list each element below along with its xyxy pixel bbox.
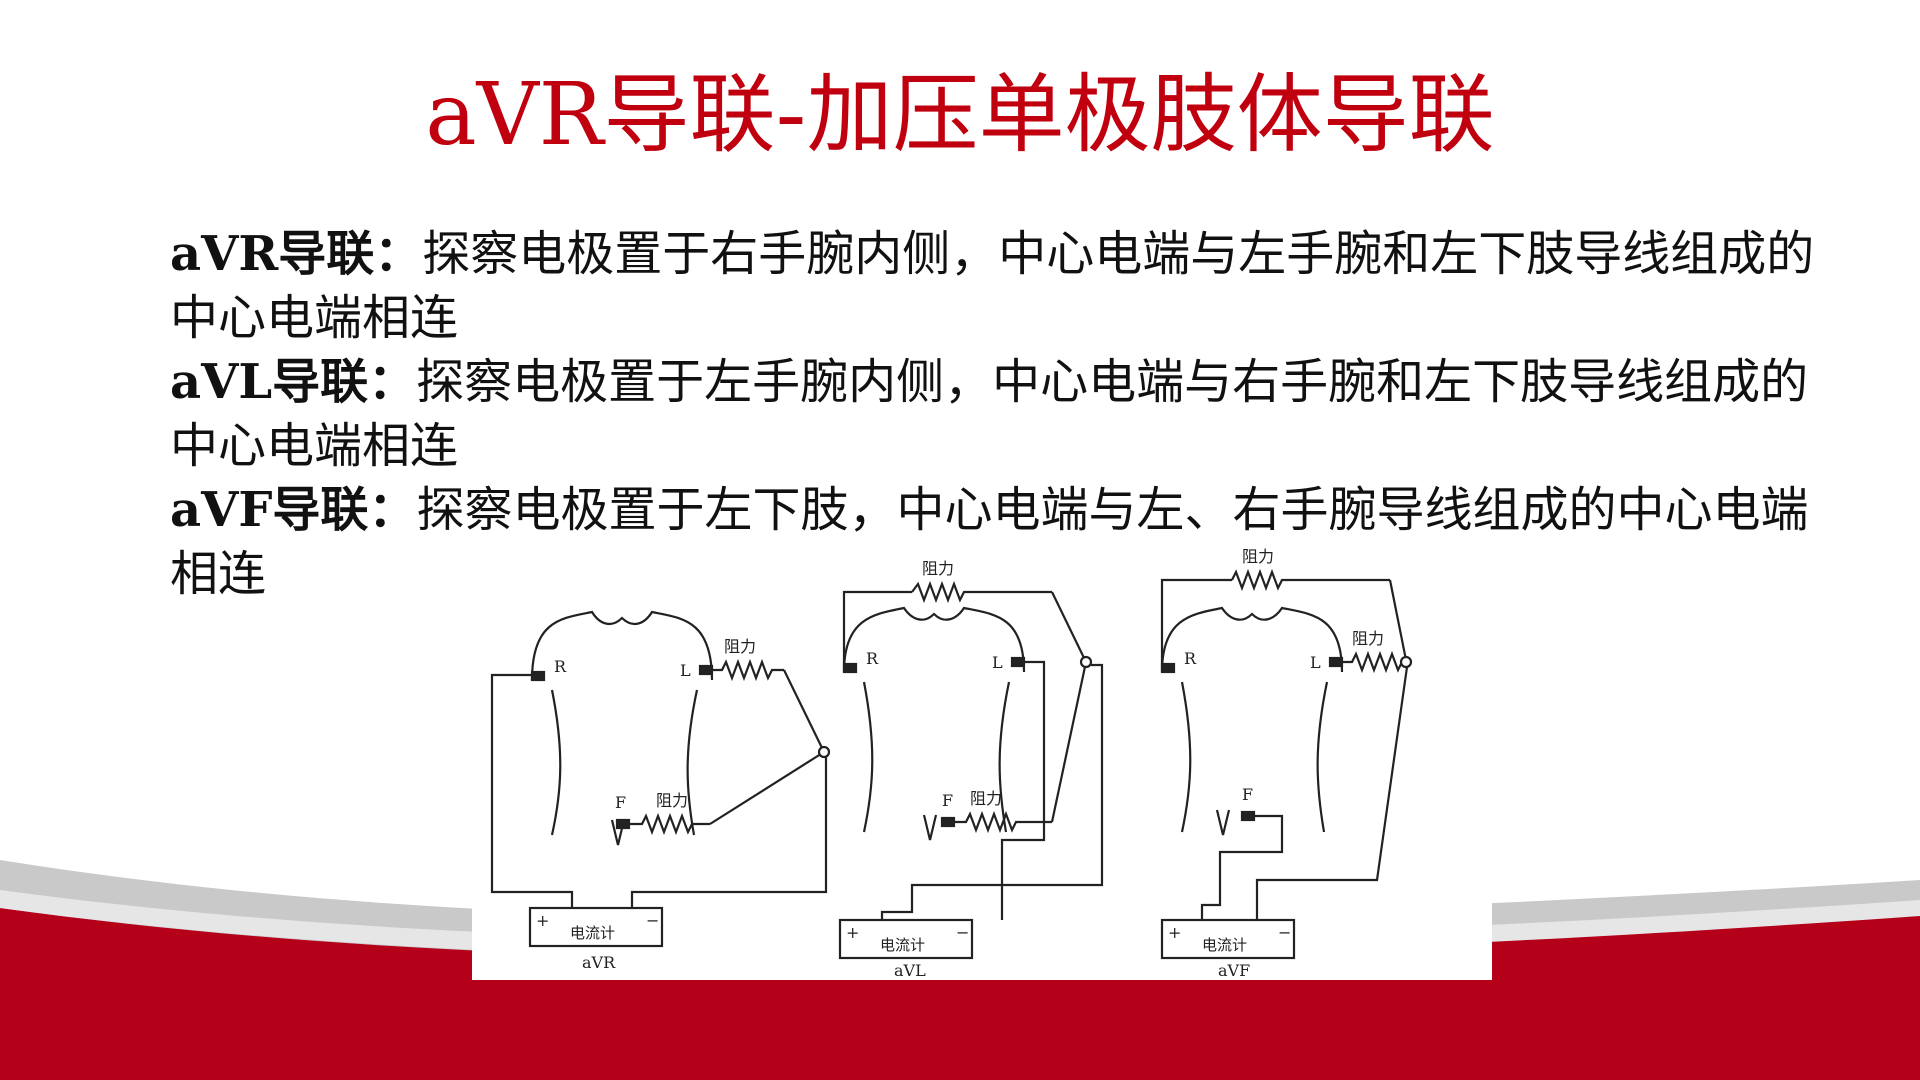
label-l: L xyxy=(680,661,691,680)
electrode-r xyxy=(1160,662,1176,674)
resistor-zigzag xyxy=(1231,568,1390,592)
wire xyxy=(1388,579,1408,661)
resistor-label: 阻力 xyxy=(970,789,1002,808)
wire xyxy=(490,673,574,908)
wire xyxy=(842,590,912,668)
resistor-label: 阻力 xyxy=(1352,629,1384,648)
torso-side xyxy=(862,681,874,833)
meter-plus: + xyxy=(846,923,859,942)
electrode-l xyxy=(1010,656,1026,668)
electrode-f xyxy=(615,818,631,830)
resistor-label: 阻力 xyxy=(922,559,954,578)
lead-code: aVR xyxy=(170,226,279,282)
torso-side xyxy=(1316,681,1329,833)
torso-outline xyxy=(530,610,714,681)
torso-outline xyxy=(842,606,1026,673)
label-r: R xyxy=(1184,649,1197,668)
wire xyxy=(1160,578,1232,668)
wire xyxy=(1051,591,1087,663)
resistor-label: 阻力 xyxy=(656,791,688,810)
lead-code: aVF xyxy=(170,482,273,538)
galvanometer-box xyxy=(1160,918,1296,960)
title-latin: aVR xyxy=(425,65,604,165)
paragraph-text: 探察电极置于右手腕内侧，中心电端与左手腕和左下肢导线组成的中心电端相连 xyxy=(170,226,1815,346)
torso-side xyxy=(1180,681,1192,833)
electrode-r xyxy=(530,670,546,682)
panel-avf: R L F 阻力 阻力 + − 电流计 aVF xyxy=(1160,547,1413,980)
torso-outline xyxy=(1160,606,1344,673)
meter-minus: − xyxy=(956,923,969,942)
torso-side xyxy=(550,689,562,836)
torso-side xyxy=(686,689,699,836)
panel-avl: R L F 阻力 阻力 + − 电流计 aVL xyxy=(838,559,1104,980)
lead-label: 导联： xyxy=(278,226,423,282)
electrode-f xyxy=(1240,810,1256,822)
paragraph-avl: aVL导联：探察电极置于左手腕内侧，中心电端与右手腕和左下肢导线组成的中心电端相… xyxy=(170,350,1830,478)
label-f: F xyxy=(615,793,626,812)
lead-avl: aVL导联： xyxy=(170,354,416,410)
resistor-zigzag xyxy=(911,580,1052,604)
lead-avr: aVR导联： xyxy=(170,226,422,282)
wire xyxy=(880,663,1104,920)
central-terminal xyxy=(817,745,831,759)
paragraph-text: 探察电极置于左手腕内侧，中心电端与右手腕和左下肢导线组成的中心电端相连 xyxy=(170,354,1809,474)
label-l: L xyxy=(992,653,1003,672)
galvanometer-box xyxy=(838,918,974,960)
wire xyxy=(1200,814,1284,920)
slide-title: aVR导联-加压单极肢体导联 xyxy=(0,60,1920,170)
wire xyxy=(630,757,828,908)
panel-caption: aVF xyxy=(1218,961,1250,980)
label-r: R xyxy=(866,649,879,668)
electrode-r xyxy=(842,662,858,674)
lead-circuit-figure: R L F 阻力 阻力 + − 电流计 aVR xyxy=(472,540,1492,980)
wire xyxy=(1255,666,1409,920)
wire xyxy=(1050,661,1088,823)
resistor-label: 阻力 xyxy=(1242,547,1274,566)
meter-label: 电流计 xyxy=(880,936,925,954)
electrode-f xyxy=(940,816,956,828)
torso-legs xyxy=(922,814,938,841)
title-cjk: 导联-加压单极肢体导联 xyxy=(603,65,1495,165)
label-f: F xyxy=(942,791,953,810)
galvanometer-box xyxy=(528,906,664,948)
lead-label: 导联： xyxy=(272,482,417,538)
torso-legs xyxy=(1215,809,1231,836)
panel-caption: aVR xyxy=(582,953,616,972)
meter-label: 电流计 xyxy=(1202,936,1247,954)
central-terminal xyxy=(1399,655,1413,669)
lead-avf: aVF导联： xyxy=(170,482,416,538)
electrode-l xyxy=(698,664,714,676)
meter-plus: + xyxy=(536,911,549,930)
label-r: R xyxy=(554,657,567,676)
electrode-l xyxy=(1328,656,1344,668)
paragraph-avf: aVF导联：探察电极置于左下肢，中心电端与左、右手腕导线组成的中心电端相连 xyxy=(170,478,1830,606)
lead-code: aVL xyxy=(170,354,273,410)
meter-plus: + xyxy=(1168,923,1181,942)
resistor-label: 阻力 xyxy=(724,637,756,656)
panel-avr: R L F 阻力 阻力 + − 电流计 aVR xyxy=(490,610,831,972)
paragraph-avr: aVR导联：探察电极置于右手腕内侧，中心电端与左手腕和左下肢导线组成的中心电端相… xyxy=(170,222,1830,350)
lead-label: 导联： xyxy=(272,354,417,410)
meter-minus: − xyxy=(646,911,659,930)
torso-side xyxy=(998,681,1011,833)
paragraph-text: 探察电极置于左下肢，中心电端与左、右手腕导线组成的中心电端相连 xyxy=(170,482,1809,602)
label-l: L xyxy=(1310,653,1321,672)
resistor-zigzag xyxy=(1342,650,1406,674)
central-terminal xyxy=(1079,655,1093,669)
resistor-zigzag xyxy=(629,812,710,836)
resistor-zigzag xyxy=(954,810,1052,834)
wire xyxy=(783,669,825,753)
wire xyxy=(709,751,825,825)
resistor-zigzag xyxy=(712,658,784,682)
body-text: aVR导联：探察电极置于右手腕内侧，中心电端与左手腕和左下肢导线组成的中心电端相… xyxy=(170,222,1830,606)
wire xyxy=(1000,660,1046,920)
meter-label: 电流计 xyxy=(570,924,615,942)
meter-minus: − xyxy=(1278,923,1291,942)
label-f: F xyxy=(1242,785,1253,804)
panel-caption: aVL xyxy=(894,961,926,980)
